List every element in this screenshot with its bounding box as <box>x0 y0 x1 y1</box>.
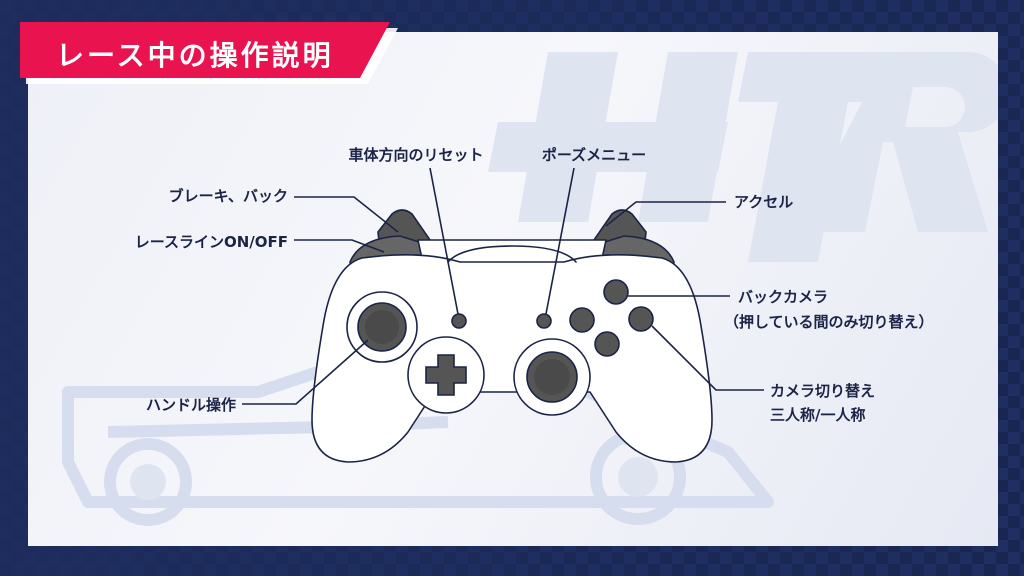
label-brake-back: ブレーキ、バック <box>168 187 288 205</box>
select-button[interactable] <box>451 313 467 329</box>
label-camera-switch: カメラ切り替え <box>770 382 876 400</box>
leader-steering <box>242 339 369 405</box>
label-reset-direction: 車体方向のリセット <box>348 146 484 164</box>
leader-brake <box>294 196 399 233</box>
label-back-camera-note: （押している間のみ切り替え） <box>724 313 934 331</box>
label-race-line: レースラインON/OFF <box>134 233 288 251</box>
controller-body <box>311 254 713 463</box>
title-tab: レース中の操作説明 <box>20 22 398 88</box>
label-pause-menu: ポーズメニュー <box>541 146 647 164</box>
start-button[interactable] <box>536 313 552 329</box>
face-button-right[interactable] <box>628 306 654 332</box>
leader-race-line <box>294 239 385 253</box>
face-button-top[interactable] <box>603 279 629 305</box>
page-title: レース中の操作説明 <box>56 39 334 72</box>
watermark-logo <box>488 52 998 262</box>
label-accel: アクセル <box>734 193 794 211</box>
leader-pause <box>545 167 575 315</box>
race-car-wheels <box>130 457 658 500</box>
dpad[interactable] <box>425 354 467 396</box>
label-steering: ハンドル操作 <box>145 396 236 414</box>
leader-camera-switch <box>651 325 764 391</box>
label-back-camera: バックカメラ <box>738 288 829 306</box>
leader-accel <box>605 201 726 227</box>
content-panel <box>28 32 998 546</box>
race-car-decoration <box>62 52 998 526</box>
face-button-left[interactable] <box>569 307 595 333</box>
face-button-bottom[interactable] <box>594 331 620 357</box>
label-camera-switch-note: 三人称/一人称 <box>770 406 866 424</box>
leader-reset <box>429 167 459 315</box>
